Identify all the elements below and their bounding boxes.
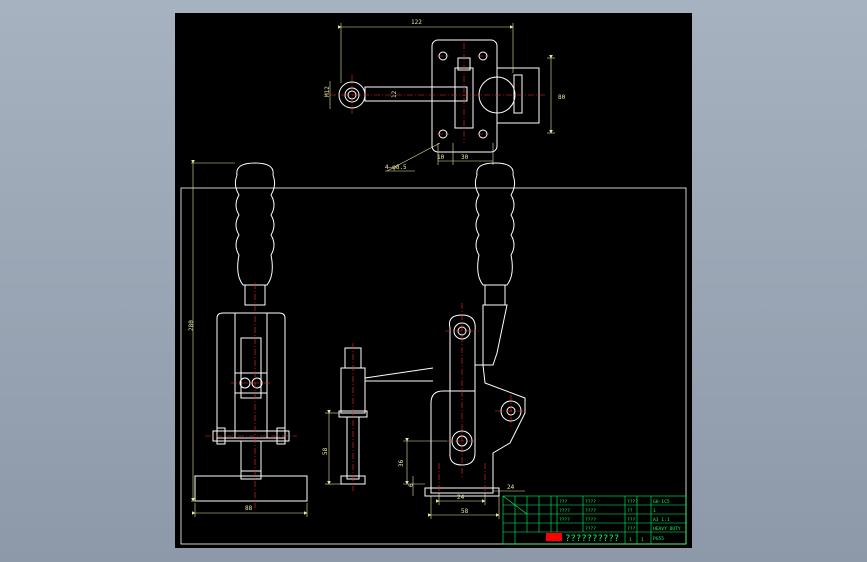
tb-r1c4: ???? [627, 499, 638, 505]
tb-r4c4: ??? [627, 526, 636, 532]
dim-slot-width: 24 [457, 494, 465, 501]
dim-top-inner: 12 [391, 90, 398, 98]
tb-r3c3: A3 1:1 [653, 517, 670, 523]
tb-big-title: ?????????? [565, 534, 619, 544]
tb-r2c1: ???? [585, 508, 596, 514]
dim-hole-dia: 4—φ8.5 [385, 164, 407, 171]
tb-r4c2: HEAVY DUTY [653, 526, 681, 532]
tb-r3c2: ???? [559, 517, 570, 523]
top-dims [329, 23, 555, 172]
tb-sheets: 1 [641, 537, 644, 543]
dim-base-span: 58 [461, 508, 469, 515]
tb-r4c3: PG55 [653, 536, 664, 542]
clamp-drawing: 122 80 M12 12 10 30 4—φ8.5 [180, 19, 687, 545]
side-dims [191, 160, 308, 517]
red-stamp [546, 533, 562, 541]
tb-sheet: 1 [629, 537, 632, 543]
title-block [502, 495, 687, 545]
front-view [338, 162, 526, 497]
dim-top-width: 122 [411, 19, 422, 26]
dim-top-height: 80 [558, 94, 566, 101]
front-centerlines [352, 303, 527, 493]
dim-hole-spacing: 30 [461, 154, 469, 161]
tb-r2c4: ?? [627, 508, 633, 514]
front-dims [325, 410, 525, 519]
tb-r1c1: ???? [585, 499, 596, 505]
dim-top-bore: M12 [324, 86, 331, 97]
tb-r1c3: GH-1C5 [653, 499, 670, 505]
tb-r1c2: ??? [559, 499, 568, 505]
side-view [194, 162, 308, 502]
dim-pivot-height: 36 [398, 459, 405, 467]
drawing-frame [180, 187, 687, 545]
top-view [338, 39, 540, 153]
tb-r2c3: 1 [653, 508, 656, 514]
dim-base-width: 88 [245, 505, 253, 512]
top-view-centerlines [330, 43, 547, 143]
tb-r3c4: ??? [627, 517, 636, 523]
tb-r4c1: ???? [585, 526, 596, 532]
tb-r3c1: ???? [585, 517, 596, 523]
dim-spindle-height: 58 [322, 447, 329, 455]
tb-r2c2: ???? [559, 508, 570, 514]
dim-front-height: 280 [188, 320, 195, 331]
cad-viewport[interactable]: 122 80 M12 12 10 30 4—φ8.5 [175, 13, 692, 548]
dim-right-offset: 24 [507, 484, 515, 491]
dim-hole-left: 10 [437, 154, 445, 161]
side-centerlines [205, 283, 297, 508]
dim-base-thk: 6 [408, 483, 415, 487]
